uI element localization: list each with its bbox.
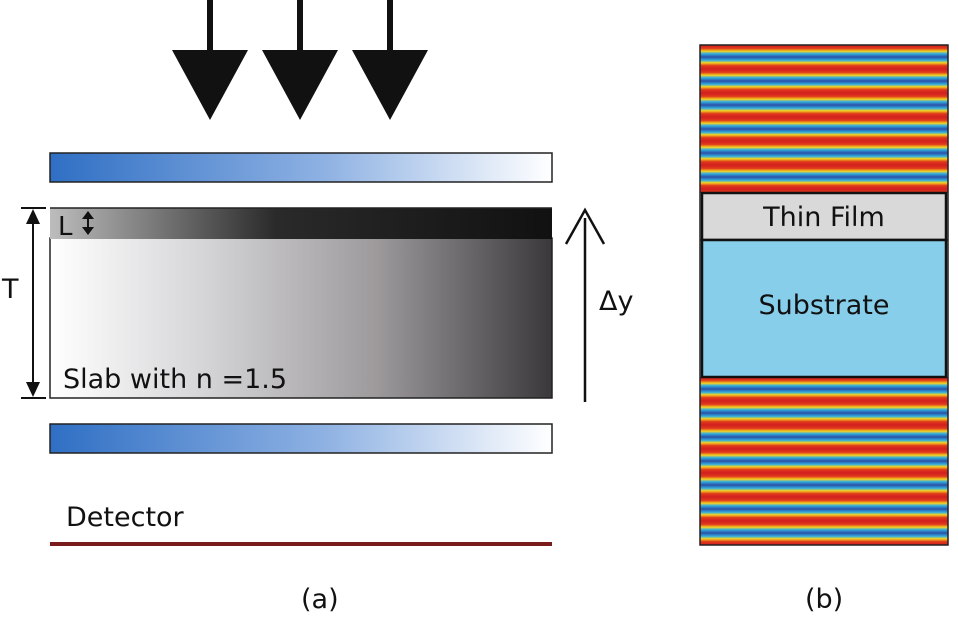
thickness-arrow bbox=[21, 207, 46, 399]
substrate-label: Substrate bbox=[759, 290, 890, 321]
incident-wavefront-bar bbox=[49, 152, 553, 183]
thin-layer bbox=[50, 208, 552, 239]
thin-film-label: Thin Film bbox=[762, 202, 885, 233]
incident-arrows bbox=[172, 0, 428, 120]
incident-arrow-2 bbox=[262, 0, 338, 120]
caption-b: (b) bbox=[805, 584, 843, 615]
thin-film-region bbox=[700, 191, 948, 242]
detector-label: Detector bbox=[66, 502, 185, 533]
caption-a: (a) bbox=[301, 584, 339, 615]
detector-line bbox=[50, 542, 552, 546]
slab-label: Slab with n =1.5 bbox=[63, 364, 287, 395]
incident-arrow-3 bbox=[352, 0, 428, 120]
thickness-label: T bbox=[1, 274, 19, 305]
thin-layer-arrow bbox=[82, 211, 94, 235]
displacement-label: Δy bbox=[599, 286, 633, 317]
wave-panel-border bbox=[699, 44, 949, 546]
thin-layer-label: L bbox=[58, 212, 73, 242]
transmitted-wavefront-bar bbox=[49, 423, 553, 454]
incident-wave-field bbox=[700, 45, 948, 193]
transmitted-wave-field bbox=[700, 377, 948, 545]
substrate-region bbox=[700, 238, 948, 379]
incident-arrow-1 bbox=[172, 0, 248, 120]
displacement-arrow bbox=[564, 207, 606, 402]
slab bbox=[49, 237, 553, 399]
